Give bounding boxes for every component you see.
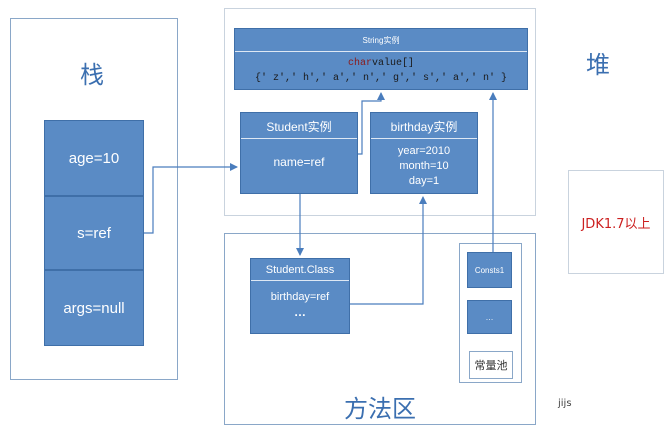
- jdk-note: JDK1.7以上: [581, 216, 651, 232]
- string-instance-header: String实例: [362, 35, 400, 45]
- jdk-note-box: JDK1.7以上: [568, 170, 664, 274]
- string-instance-chars: {' z',' h',' a',' n',' g',' s',' a',' n'…: [254, 72, 508, 84]
- student-instance-body: name=ref: [273, 155, 325, 169]
- arrow-birthday-ref: [350, 196, 427, 305]
- birthday-instance-header: birthday实例: [390, 119, 458, 134]
- stack-title: 栈: [80, 60, 104, 89]
- arrow-s-to-student: [144, 163, 238, 234]
- watermark: jijs: [558, 398, 572, 409]
- student-class-line-more: …: [294, 305, 306, 319]
- method-area-title: 方法区: [344, 394, 416, 423]
- constant-pool-text: 常量池: [474, 359, 508, 372]
- constant-pool-label: 常量池: [469, 351, 513, 379]
- student-class-line-birthday: birthday=ref: [270, 291, 330, 303]
- birthday-instance-box: birthday实例 year=2010 month=10 day=1: [370, 112, 478, 194]
- code-keyword: char: [347, 57, 372, 69]
- student-class-header: Student.Class: [265, 264, 335, 276]
- birthday-line-year: year=2010: [397, 144, 451, 157]
- birthday-line-day: day=1: [408, 174, 440, 187]
- string-instance-box: String实例 char value[] {' z',' h',' a',' …: [234, 28, 528, 90]
- student-instance-box: Student实例 name=ref: [240, 112, 358, 194]
- birthday-line-month: month=10: [399, 159, 449, 172]
- string-instance-code: char value[]: [235, 56, 527, 70]
- stack-cell-age: age=10: [44, 120, 144, 196]
- stack-cell-s: s=ref: [44, 196, 144, 270]
- pool-item-more: …: [467, 300, 512, 334]
- student-instance-header: Student实例: [266, 119, 332, 134]
- stack-cell-args: args=null: [44, 270, 144, 346]
- arrow-name-to-string: [358, 92, 385, 155]
- heap-title: 堆: [586, 50, 610, 79]
- student-class-box: Student.Class birthday=ref …: [250, 258, 350, 334]
- pool-item-consts1: Consts1: [467, 252, 512, 288]
- code-field: value[]: [372, 57, 415, 69]
